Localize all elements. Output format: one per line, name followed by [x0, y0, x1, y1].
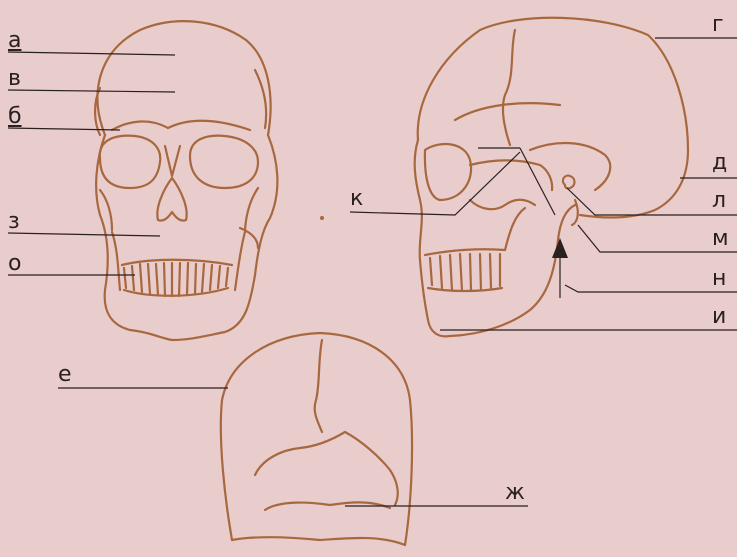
front-mandible-ramus-left — [112, 232, 120, 290]
front-nasal-bones — [165, 146, 180, 176]
label-d: д — [712, 152, 727, 174]
front-cheek-right — [245, 188, 258, 230]
skull-back-view — [221, 333, 412, 545]
front-cheek-left — [100, 190, 112, 230]
front-left-orbit — [100, 136, 160, 188]
label-a: а — [8, 30, 21, 52]
back-outline — [221, 333, 412, 545]
label-k: к — [350, 188, 363, 210]
skull-side-view — [415, 18, 688, 337]
leader-a — [8, 52, 175, 55]
label-b: б — [8, 106, 22, 128]
side-mastoid — [572, 200, 578, 225]
label-n: н — [712, 268, 726, 290]
side-forehead-face — [415, 140, 450, 336]
side-orbit — [425, 144, 471, 200]
leader-z — [8, 233, 160, 236]
label-o: о — [8, 253, 21, 275]
back-sagittal-suture — [315, 340, 322, 432]
side-coronal-suture — [503, 30, 515, 145]
back-base — [232, 537, 405, 545]
label-g: г — [712, 14, 724, 36]
label-m: м — [712, 228, 729, 250]
label-v: в — [8, 68, 21, 90]
side-mandible-ramus — [505, 208, 525, 250]
label-l: л — [712, 190, 726, 212]
side-teeth-row — [430, 254, 500, 291]
front-left-face-outline — [96, 135, 172, 340]
leader-v — [8, 90, 175, 92]
front-mandible-ramus-right — [235, 232, 245, 290]
label-zh: ж — [505, 482, 525, 504]
skull-front-view — [95, 21, 277, 340]
side-ear-opening — [563, 176, 575, 189]
front-right-face-outline — [172, 135, 277, 340]
center-dot — [320, 216, 324, 220]
label-z: з — [8, 211, 20, 233]
side-upper-teeth-line — [425, 249, 505, 255]
front-right-orbit — [190, 136, 258, 188]
back-lambdoid-suture — [255, 432, 398, 505]
front-lower-teeth-line — [124, 288, 228, 296]
label-e: е — [58, 364, 72, 386]
front-nasal-aperture — [157, 178, 186, 221]
front-brow-ridge — [112, 121, 250, 130]
front-temporal-line-right — [255, 70, 266, 128]
side-temporal-line — [455, 103, 560, 120]
side-bracket-right — [520, 148, 555, 215]
label-i: и — [712, 306, 726, 328]
leader-lines — [8, 38, 737, 506]
side-arrow-head — [552, 238, 568, 258]
front-cranium-outline — [98, 21, 271, 135]
front-upper-teeth-line — [122, 260, 232, 265]
